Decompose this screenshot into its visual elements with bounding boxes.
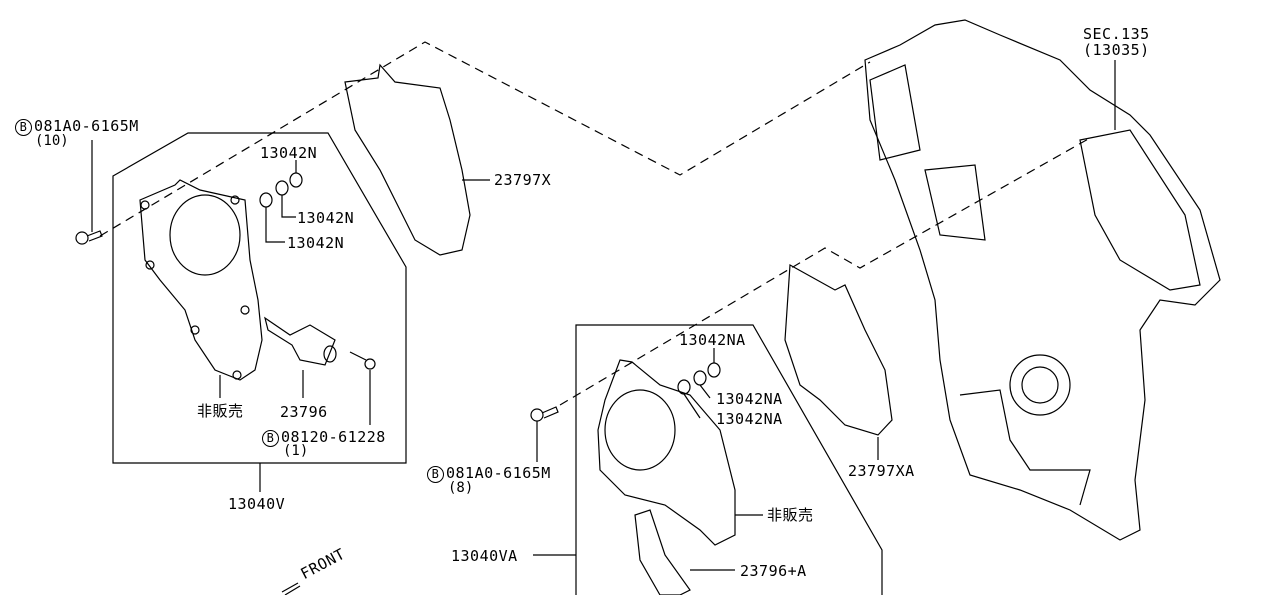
- assembly-box-right: [575, 324, 883, 595]
- assembly-box-left: [112, 132, 407, 464]
- sensor-left: [219, 316, 376, 425]
- label-sec-13035: (13035): [1083, 41, 1150, 59]
- label-not-sold-right: 非販売: [767, 506, 814, 524]
- bolt-symbol-icon: B: [427, 466, 444, 483]
- label-13040va[interactable]: 13040VA: [451, 547, 518, 565]
- bolt-small-part-number: 08120-61228: [281, 428, 386, 446]
- engine-front-cover: [864, 19, 1221, 541]
- label-23796-a[interactable]: 23796+A: [740, 562, 807, 580]
- bolt-bottom-qty: (8): [448, 480, 474, 496]
- gasket-23797xa: [784, 264, 893, 460]
- timing-cover-right: [597, 348, 763, 546]
- alignment-line-top: [99, 41, 871, 237]
- label-13042na-2[interactable]: 13042NA: [716, 390, 783, 408]
- label-13042n-1[interactable]: 13042N: [260, 144, 318, 162]
- bolt-top: [75, 140, 103, 245]
- label-sec-135[interactable]: SEC.135: [1083, 25, 1150, 43]
- label-13040v[interactable]: 13040V: [228, 495, 286, 513]
- label-23797x[interactable]: 23797X: [494, 171, 552, 189]
- bolt-top-qty: (10): [35, 133, 69, 149]
- timing-cover-left: [139, 179, 263, 381]
- o-rings-top: [259, 172, 303, 208]
- bolt-top-part-number: 081A0-6165M: [34, 117, 139, 135]
- alignment-line-bottom: [559, 137, 1091, 406]
- leader-lines-rings: [265, 160, 297, 243]
- bolt-bottom-part-number: 081A0-6165M: [446, 464, 551, 482]
- sensor-right: [634, 509, 735, 595]
- bolt-symbol-icon: B: [15, 119, 32, 136]
- label-13042n-2[interactable]: 13042N: [297, 209, 355, 227]
- bolt-bottom: [530, 406, 559, 462]
- gasket-23797x: [344, 63, 490, 256]
- bolt-symbol-icon: B: [262, 430, 279, 447]
- label-23797xa[interactable]: 23797XA: [848, 462, 915, 480]
- label-13042n-3[interactable]: 13042N: [287, 234, 345, 252]
- label-13042na-3[interactable]: 13042NA: [716, 410, 783, 428]
- label-13042na-1[interactable]: 13042NA: [679, 331, 746, 349]
- label-not-sold-left: 非販売: [197, 402, 244, 420]
- label-23796[interactable]: 23796: [280, 403, 328, 421]
- front-arrow-icon: [281, 582, 301, 595]
- bolt-small-qty: (1): [283, 443, 309, 459]
